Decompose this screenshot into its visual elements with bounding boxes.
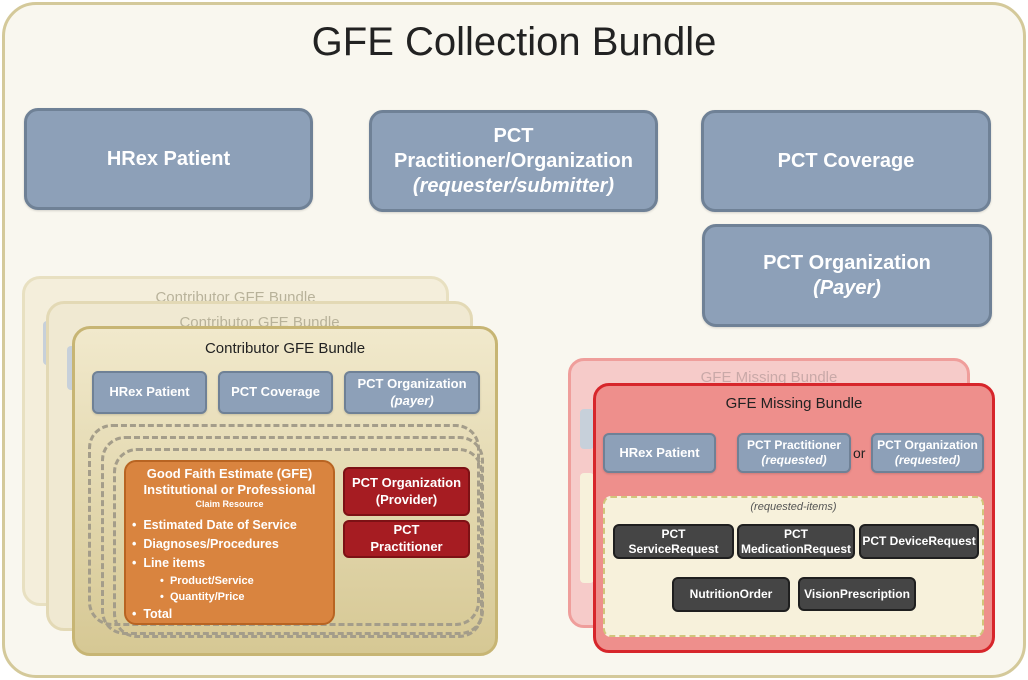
medication-request-label: MedicationRequest [740,541,851,556]
pct-organization-label: PCT Organization [357,376,467,392]
pct-organization-label: PCT Organization [351,474,462,490]
requested-label: (requested) [761,453,827,467]
pct-label: PCT [493,124,534,147]
nutrition-order-box: NutritionOrder [672,577,790,612]
vision-prescription-box: VisionPrescription [798,577,916,611]
pct-practitioner-label: PCT Practitioner [746,438,842,452]
gfe-type: Institutional or Professional [143,482,316,498]
pct-label: PCT [661,527,686,542]
device-request-label: PCT DeviceRequest [862,534,976,549]
gfe-bullet-list: • Estimated Date of Service • Diagnoses/… [132,516,333,573]
practitioner-label: Practitioner [370,539,443,554]
contributor-pct-coverage-box: PCT Coverage [218,371,333,414]
contributor-pct-organization-payer-box: PCT Organization (payer) [344,371,480,414]
gfe-sub-bullet: • Product/Service [160,575,254,588]
pct-coverage-label: PCT Coverage [231,384,320,400]
gfe-last-bullet-list: • Total [132,605,333,624]
pct-organization-requested-box: PCT Organization (requested) [871,433,984,473]
vision-prescription-label: VisionPrescription [804,586,910,601]
gfe-bullet: • Line items [132,556,206,571]
nutrition-order-label: NutritionOrder [689,587,773,602]
gfe-bullet: • Total [132,607,173,622]
claim-stack-outline-front [113,448,483,638]
gfe-sub-bullet-list: • Product/Service • Quantity/Price [160,573,333,605]
hrex-patient-box: HRex Patient [24,108,313,210]
requested-label: (requested) [894,453,961,467]
pct-organization-provider-box: PCT Organization (Provider) [343,467,470,516]
hrex-patient-label: HRex Patient [106,147,231,170]
pct-practitioner-organization-box: PCT Practitioner/Organization (requester… [369,110,658,212]
gfe-bullet: • Diagnoses/Procedures [132,537,279,552]
service-request-label: ServiceRequest [628,541,719,556]
or-connector: or [853,445,866,461]
missing-bundle-back-title: GFE Missing Bundle [700,369,838,386]
pct-label: PCT [784,527,808,542]
pct-organization-label: PCT Organization [763,251,931,274]
missing-hrex-patient-box: HRex Patient [603,433,716,473]
pct-coverage-label: PCT Coverage [777,149,915,172]
practitioner-organization-label: Practitioner/Organization [394,149,633,172]
diagram-title: GFE Collection Bundle [311,20,717,64]
payer-label: (payer) [390,392,434,408]
gfe-title: Good Faith Estimate (GFE) [146,466,313,481]
pct-organization-label: PCT Organization [877,438,978,452]
requested-items-label: (requested-items) [750,501,837,513]
requested-items-area: (requested-items) [603,496,984,637]
ghost-box [580,409,594,449]
pct-service-request-box: PCT ServiceRequest [613,524,734,559]
contributor-hrex-patient-box: HRex Patient [92,371,207,414]
payer-label: (Payer) [813,276,881,299]
pct-practitioner-requested-box: PCT Practitioner (requested) [737,433,851,473]
hrex-patient-label: HRex Patient [109,384,190,400]
gfe-sub-bullet: • Quantity/Price [160,591,245,604]
good-faith-estimate-claim-box: Good Faith Estimate (GFE) Institutional … [124,460,335,625]
pct-practitioner-box: PCT Practitioner [343,520,470,558]
hrex-patient-label: HRex Patient [619,444,700,460]
pct-device-request-box: PCT DeviceRequest [859,524,979,559]
gfe-bullet: • Estimated Date of Service [132,518,297,533]
contributor-bundle-title: Contributor GFE Bundle [204,340,366,357]
pct-coverage-box: PCT Coverage [701,110,991,212]
provider-label: (Provider) [375,491,438,507]
pct-label: PCT [393,522,420,538]
missing-bundle-title: GFE Missing Bundle [725,395,863,412]
pct-organization-payer-box: PCT Organization (Payer) [702,224,992,327]
requester-submitter-label: (requester/submitter) [412,174,615,197]
pct-medication-request-box: PCT MedicationRequest [737,524,855,559]
ghost-box [580,473,594,583]
claim-resource-label: Claim Resource [195,498,264,509]
